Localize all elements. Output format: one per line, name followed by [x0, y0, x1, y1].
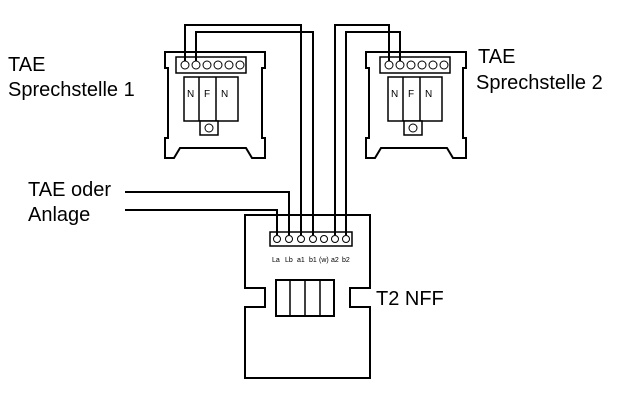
- socket-1-code-3: N: [221, 89, 228, 100]
- socket-1-code-1: N: [187, 89, 194, 100]
- terminal-label-a1: a1: [297, 257, 305, 264]
- screw-icon: [204, 123, 214, 133]
- terminal-label-a2: a2: [331, 257, 339, 264]
- socket-1-label-line2: Sprechstelle 1: [8, 79, 135, 101]
- wire-la: [125, 191, 290, 235]
- wire-lb: [125, 209, 278, 235]
- wire-a1: [184, 24, 302, 235]
- socket-2-label-line2: Sprechstelle 2: [476, 72, 603, 94]
- wire-a2: [334, 24, 390, 235]
- tae-socket-1: N F N: [164, 51, 266, 159]
- socket-1-label-line1: TAE: [8, 54, 45, 76]
- terminal-label-lb: Lb: [285, 257, 293, 264]
- wire-b2: [345, 31, 401, 235]
- terminal-label-w: (w): [319, 257, 329, 264]
- socket-1-terminals: [180, 60, 245, 70]
- input-label-line1: TAE oder: [28, 179, 111, 201]
- terminal-label-b1: b1: [309, 257, 317, 264]
- socket-2-code-3: N: [425, 89, 432, 100]
- t2-nff-device: La Lb a1 b1 (w) a2 b2: [244, 214, 371, 379]
- terminal-label-la: La: [272, 257, 280, 264]
- socket-2-code-1: N: [391, 89, 398, 100]
- wire-b1: [195, 31, 314, 235]
- socket-2-label-line1: TAE: [478, 46, 515, 68]
- device-terminals: [273, 235, 350, 243]
- device-label: T2 NFF: [376, 288, 444, 310]
- screw-icon: [408, 123, 418, 133]
- input-label-line2: Anlage: [28, 204, 90, 226]
- socket-1-code-2: F: [204, 89, 210, 100]
- wires: [125, 24, 401, 235]
- tae-socket-2: N F N: [365, 51, 467, 159]
- socket-2-code-2: F: [408, 89, 414, 100]
- terminal-label-b2: b2: [342, 257, 350, 264]
